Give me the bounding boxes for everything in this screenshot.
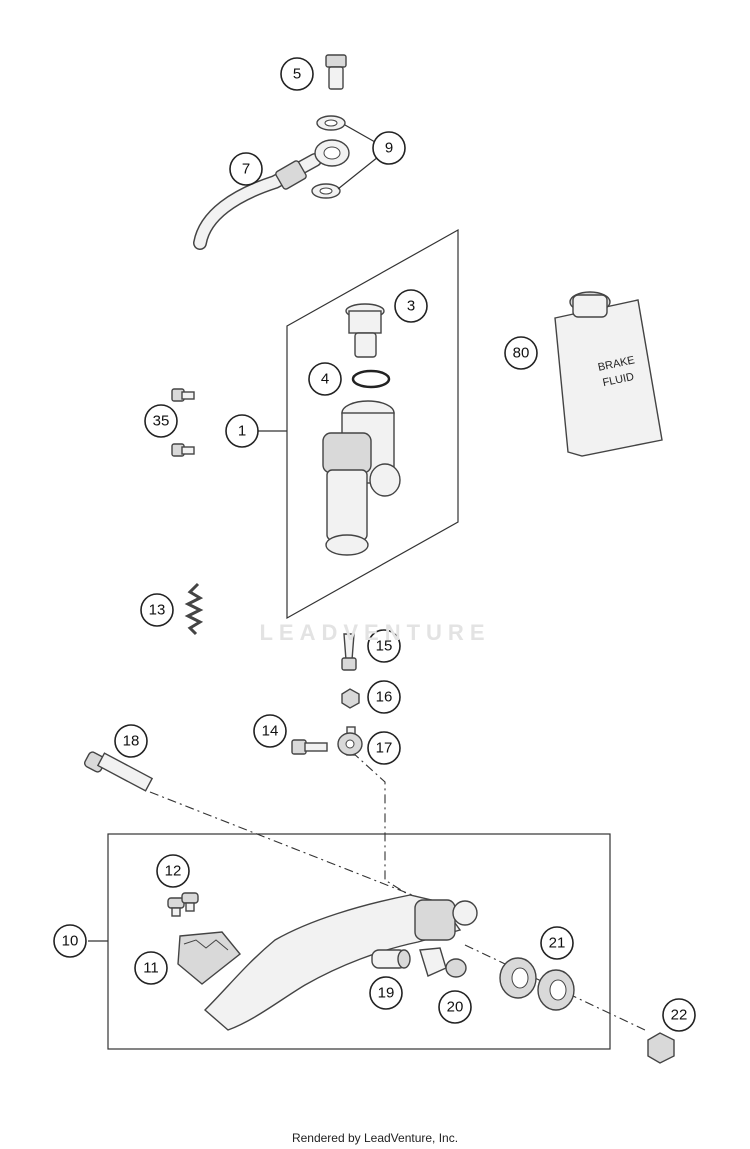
svg-text:20: 20 [447, 999, 464, 1016]
callout-19: 19 [369, 976, 403, 1010]
callout-7: 7 [229, 152, 263, 186]
return-spring-part [184, 582, 204, 636]
svg-text:15: 15 [376, 638, 393, 655]
callout-4: 4 [308, 362, 342, 396]
watermark-text: LEADVENTURE [259, 620, 491, 645]
svg-text:16: 16 [376, 689, 393, 706]
svg-text:18: 18 [123, 733, 140, 750]
callout-9: 9 [372, 131, 406, 165]
svg-text:22: 22 [671, 1007, 688, 1024]
callout-14: 14 [253, 714, 287, 748]
master-cylinder-group-frame [286, 228, 459, 620]
svg-text:17: 17 [376, 740, 393, 757]
callout-18: 18 [114, 724, 148, 758]
pedal-nut-part [647, 1032, 675, 1064]
svg-text:10: 10 [62, 933, 79, 950]
footer-credit: Rendered by LeadVenture, Inc. [291, 1131, 459, 1145]
svg-text:35: 35 [153, 413, 170, 430]
assembly-line-pedal-pin [149, 791, 426, 901]
callout-15: 15 [367, 629, 401, 663]
svg-text:9: 9 [385, 140, 393, 157]
callout-80: 80 [504, 336, 538, 370]
foot-pad-part [177, 931, 241, 985]
svg-text:1: 1 [238, 423, 246, 440]
svg-text:21: 21 [549, 935, 566, 952]
pivot-bolt-part [291, 739, 328, 755]
o-ring-part [351, 369, 391, 389]
bearing-part-right [537, 969, 575, 1011]
callout-21: 21 [540, 926, 574, 960]
callout-20: 20 [438, 990, 472, 1024]
assembly-line-pushrod [351, 751, 426, 906]
callout-12: 12 [156, 854, 190, 888]
bearing-part-left [499, 957, 537, 999]
svg-text:19: 19 [378, 985, 395, 1002]
nut-part [341, 688, 360, 709]
svg-text:80: 80 [513, 345, 530, 362]
callout-35: 35 [144, 404, 178, 438]
foot-peg-screws-part [167, 892, 199, 917]
brake-pedal-part [203, 894, 478, 1031]
banjo-bolt-part [325, 54, 347, 90]
brake-hose-part [193, 139, 350, 250]
callout-17: 17 [367, 731, 401, 765]
washer-part [445, 958, 467, 978]
screw-part-lower [171, 443, 195, 457]
svg-text:12: 12 [165, 863, 182, 880]
adjuster-bolt-part [341, 633, 357, 671]
callout-22: 22 [662, 998, 696, 1032]
callout-16: 16 [367, 680, 401, 714]
callout-10: 10 [53, 924, 87, 958]
reservoir-connector-part [345, 303, 385, 358]
callout-11: 11 [134, 951, 168, 985]
pedal-pin-part [84, 751, 154, 792]
bushing-part [371, 949, 411, 969]
push-rod-part [337, 726, 363, 756]
callout-1: 1 [225, 414, 259, 448]
svg-text:4: 4 [321, 371, 329, 388]
svg-text:14: 14 [262, 723, 279, 740]
master-cylinder-part [322, 400, 401, 556]
svg-text:11: 11 [143, 960, 159, 977]
svg-text:13: 13 [149, 602, 166, 619]
callout-13: 13 [140, 593, 174, 627]
svg-text:5: 5 [293, 66, 301, 83]
sealing-washer-upper-hole [324, 119, 338, 127]
screw-part-upper [171, 388, 195, 402]
callout-5: 5 [280, 57, 314, 91]
svg-text:3: 3 [407, 298, 415, 315]
leader-9-upper [344, 124, 376, 143]
callout-3: 3 [394, 289, 428, 323]
leader-9-lower [337, 156, 379, 190]
sealing-washer-lower-hole [319, 187, 333, 195]
svg-text:7: 7 [242, 161, 250, 178]
brake-fluid-bottle-part: BRAKE FLUID [554, 291, 663, 457]
